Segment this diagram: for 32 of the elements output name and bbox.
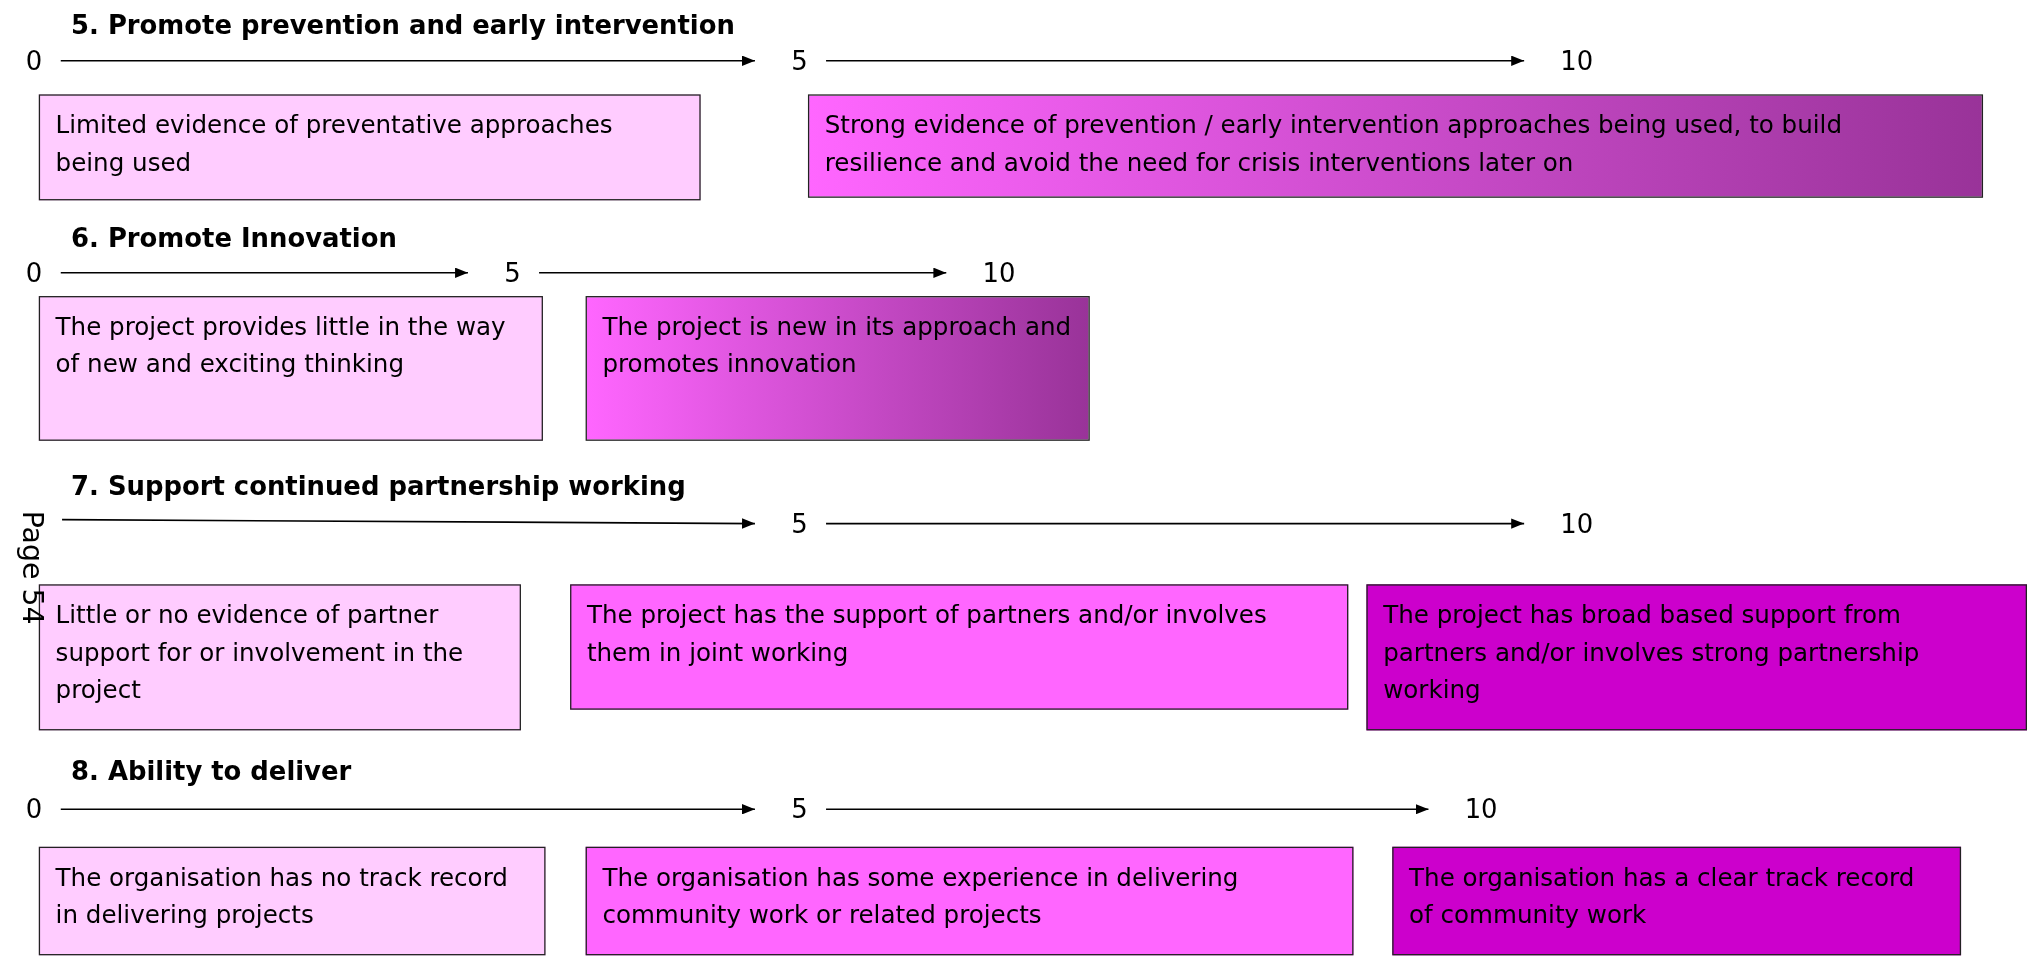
scale-number: 10: [982, 258, 1016, 287]
rating-box: The project provides little in the way of new and exciting thinking: [38, 296, 543, 441]
rating-box: Limited evidence of preventative approaches being used: [38, 94, 701, 201]
arrow: [825, 804, 1430, 815]
arrow: [825, 55, 1525, 66]
arrow: [59, 267, 469, 278]
section-heading: 6. Promote Innovation: [71, 222, 397, 254]
scale-number: 0: [25, 795, 43, 824]
scale-number: 5: [791, 509, 808, 538]
scale-number: 5: [504, 258, 521, 287]
arrow: [538, 267, 948, 278]
rating-box: The organisation has some experience in delivering community work or related projects: [585, 846, 1354, 956]
arrow: [59, 55, 756, 66]
arrow: [59, 804, 756, 815]
rating-box: Strong evidence of prevention / early intervention approaches being used, to build resilience and avoid the need for crisis interventions later on: [807, 94, 1984, 198]
scale-number: 0: [25, 46, 43, 75]
scale-number: 5: [791, 795, 808, 824]
rating-box: The project is new in its approach and promotes innovation: [585, 296, 1090, 441]
scale-number: 5: [791, 46, 808, 75]
section-heading: 8. Ability to deliver: [71, 754, 352, 786]
rating-box: The organisation has no track record in delivering projects: [38, 846, 546, 956]
scale-number: 10: [1560, 46, 1594, 75]
rating-box: The project has broad based support from partners and/or involves strong partnership working: [1366, 584, 2027, 731]
section-heading: 5. Promote prevention and early intervention: [71, 9, 735, 41]
rating-box: The project has the support of partners and/or involves them in joint working: [570, 584, 1349, 710]
scale-number: 0: [25, 258, 43, 287]
rating-box: The organisation has a clear track record of community work: [1392, 846, 1962, 956]
arrow: [825, 518, 1525, 529]
section-heading: 7. Support continued partnership working: [71, 470, 686, 502]
scale-number: 10: [1464, 795, 1498, 824]
scale-number: 10: [1560, 509, 1594, 538]
arrow: [61, 518, 756, 529]
